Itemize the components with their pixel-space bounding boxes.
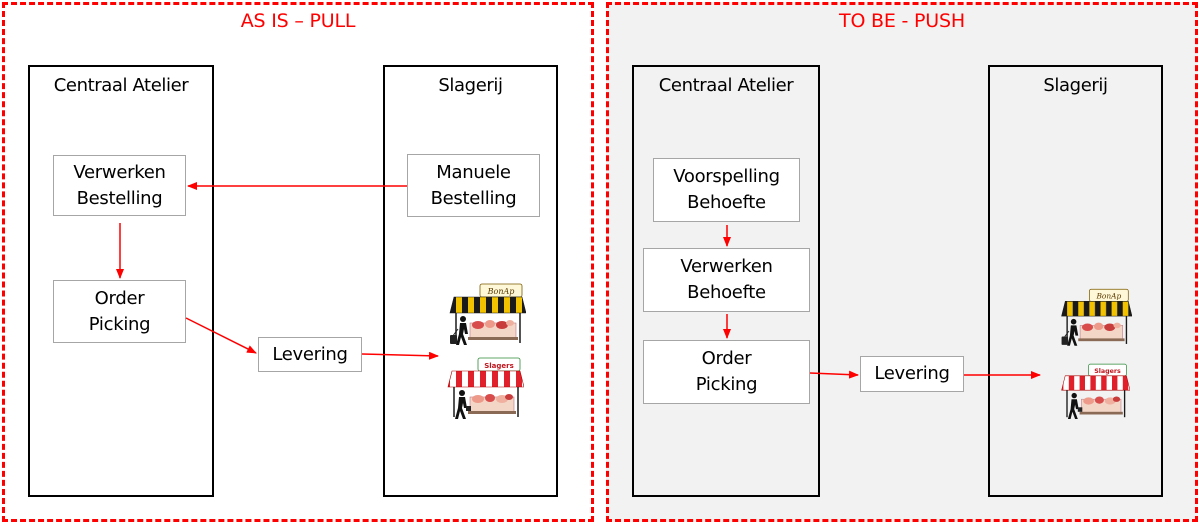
butcher-stall-bonap-icon: BonAp (449, 283, 526, 345)
to-be-title: TO BE - PUSH (839, 10, 965, 32)
box-label-line: Voorspelling (673, 166, 780, 187)
butcher-stall-bonap-icon: BonAp (1061, 288, 1132, 346)
lane-title: Slagerij (438, 75, 503, 96)
butcher-stall-slagers-icon: Slagers (447, 357, 524, 419)
to-be-box-voorspelling-behoefte: Voorspelling Behoefte (653, 158, 800, 222)
as-is-lane-centraal-atelier: Centraal Atelier (28, 65, 214, 497)
to-be-box-order-picking: Order Picking (643, 340, 810, 404)
bonap-logo-text: BonAp (1095, 292, 1121, 301)
as-is-box-verwerken-bestelling: Verwerken Bestelling (53, 155, 186, 216)
to-be-box-levering: Levering (860, 356, 964, 392)
box-label-line: Manuele (436, 161, 511, 183)
as-is-stall-bonap: BonAp (444, 283, 526, 347)
as-is-stall-slagers: Slagers (444, 357, 524, 421)
as-is-title: AS IS – PULL (240, 10, 356, 32)
box-label-line: Bestelling (76, 187, 163, 209)
as-is-box-manuele-bestelling: Manuele Bestelling (407, 154, 540, 217)
to-be-stall-slagers: Slagers (1058, 360, 1130, 424)
slagers-logo-text: Slagers (1094, 368, 1121, 375)
as-is-lane-slagerij: Slagerij (383, 65, 558, 497)
arrow-levering-to-slagerij (361, 351, 439, 360)
as-is-panel: AS IS – PULL (2, 2, 594, 522)
as-is-box-levering: Levering (258, 337, 362, 372)
box-label-line: Order (701, 348, 752, 369)
slagers-logo-text: Slagers (484, 362, 514, 370)
box-label-line: Levering (874, 363, 950, 384)
arrow-order-picking-to-levering (185, 317, 257, 354)
box-label-line: Behoefte (687, 192, 766, 213)
box-label-line: Levering (272, 343, 348, 365)
box-label-line: Verwerken (73, 161, 166, 183)
to-be-stall-bonap: BonAp (1056, 287, 1132, 349)
as-is-box-order-picking: Order Picking (53, 280, 186, 343)
to-be-lane-centraal-atelier: Centraal Atelier (632, 65, 820, 497)
box-label-line: Verwerken (680, 256, 773, 277)
bonap-logo-text: BonAp (487, 287, 515, 296)
to-be-box-verwerken-behoefte: Verwerken Behoefte (643, 248, 810, 312)
box-label-line: Behoefte (687, 282, 766, 303)
to-be-lane-slagerij: Slagerij (988, 65, 1163, 497)
butcher-stall-slagers-icon: Slagers (1061, 363, 1130, 419)
lane-title: Centraal Atelier (53, 75, 189, 96)
box-label-line: Picking (695, 374, 758, 395)
arrow-order-picking-to-levering (809, 370, 859, 379)
box-label-line: Picking (88, 313, 151, 335)
box-label-line: Order (94, 287, 145, 309)
box-label-line: Bestelling (430, 187, 517, 209)
lane-title: Slagerij (1043, 75, 1108, 96)
lane-title: Centraal Atelier (658, 75, 794, 96)
